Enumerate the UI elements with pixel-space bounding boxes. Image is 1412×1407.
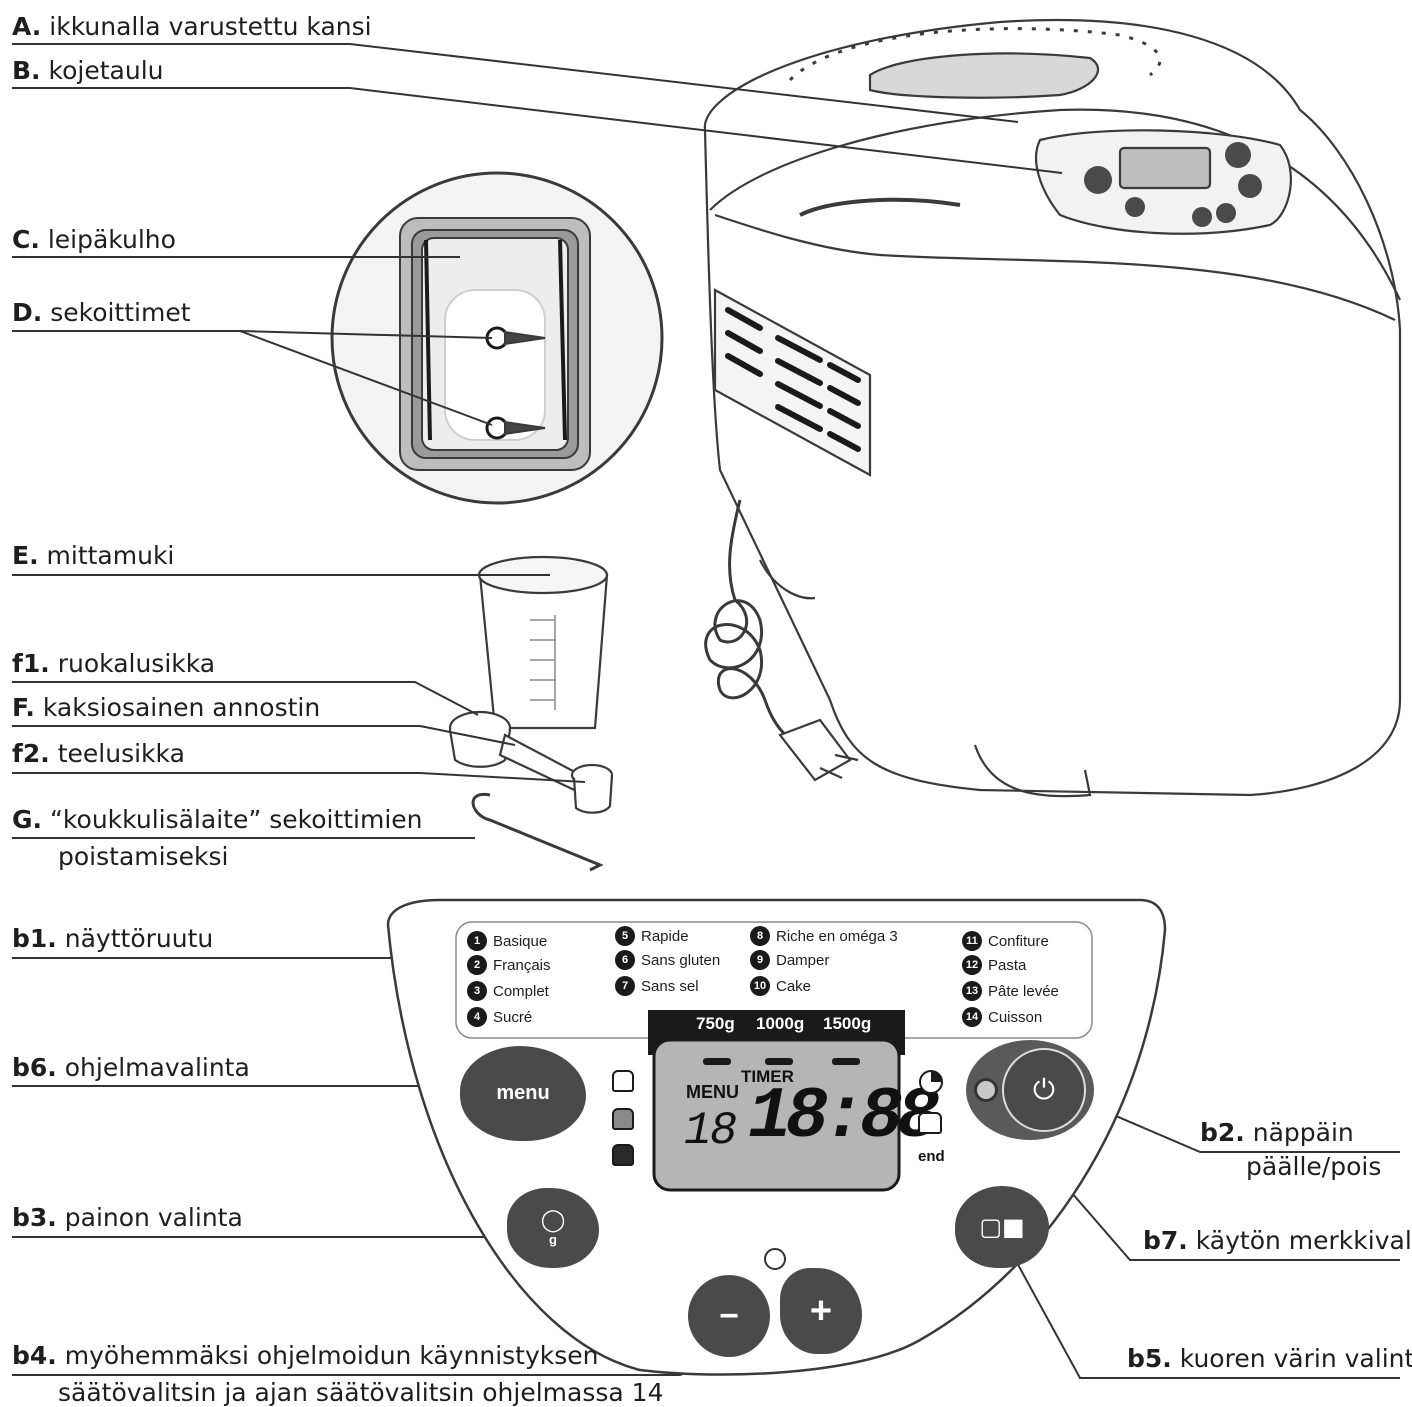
program-number-badge: 13	[962, 981, 982, 1001]
program-name: Sans gluten	[641, 951, 721, 969]
power-icon: ⏻	[1032, 1073, 1056, 1106]
program-name: Français	[493, 956, 551, 974]
program-number-badge: 7	[615, 976, 635, 996]
program-name: Riche en oméga 3	[776, 927, 898, 945]
timer-pie-icon	[919, 1070, 943, 1094]
program-name: Cuisson	[988, 1008, 1043, 1026]
program-number-badge: 3	[467, 981, 487, 1001]
program-number-badge: 9	[750, 950, 770, 970]
loaf-dark-icon	[612, 1144, 634, 1166]
program-number-badge: 6	[615, 950, 635, 970]
minus-button[interactable]: −	[688, 1275, 770, 1357]
weight-icon: ◯	[540, 1207, 566, 1233]
program-name: Sans sel	[641, 977, 699, 995]
label-d: D. sekoittimet	[12, 298, 191, 327]
program-name: Confiture	[988, 932, 1049, 950]
weight-1500: 1500g	[823, 1014, 872, 1033]
weight-750: 750g	[696, 1014, 735, 1033]
power-button[interactable]: ⏻	[1002, 1048, 1086, 1132]
label-b: B. kojetaulu	[12, 56, 164, 85]
program-number-badge: 12	[962, 955, 982, 975]
program-name: Cake	[776, 977, 812, 995]
bread-machine	[703, 19, 1402, 798]
program-name: Damper	[776, 951, 830, 969]
program-item: 14 Cuisson	[962, 1007, 1042, 1027]
program-item: 5 Rapide	[615, 926, 689, 946]
program-name: Complet	[493, 982, 549, 1000]
program-name: Sucré	[493, 1008, 533, 1026]
label-b5: b5. kuoren värin valinta	[1127, 1344, 1412, 1373]
program-number-badge: 5	[615, 926, 635, 946]
lcd-time-digits: 18:88	[748, 1076, 940, 1158]
label-f1: f1. ruokalusikka	[12, 649, 216, 678]
lcd-timer: TIMER	[741, 1067, 794, 1086]
program-item: 6 Sans gluten	[615, 950, 720, 970]
program-name: Pasta	[988, 956, 1027, 974]
label-b2: b2. näppäin	[1200, 1118, 1354, 1147]
bread-bowl-inset	[330, 171, 664, 505]
status-indicator-light	[974, 1078, 998, 1102]
crust-color-icon: ▢■	[979, 1213, 1025, 1241]
label-b7: b7. käytön merkkivalo	[1143, 1226, 1412, 1255]
program-number-badge: 14	[962, 1007, 982, 1027]
weight-unit: g	[549, 1231, 557, 1247]
program-number-badge: 1	[467, 931, 487, 951]
label-b4-line2: säätövalitsin ja ajan säätövalitsin ohje…	[58, 1378, 664, 1407]
loaf-medium-icon	[612, 1108, 634, 1130]
label-f: F. kaksiosainen annostin	[12, 693, 321, 722]
accessories	[448, 555, 614, 872]
program-item: 9 Damper	[750, 950, 829, 970]
label-b4: b4. myöhemmäksi ohjelmoidun käynnistykse…	[12, 1341, 599, 1370]
minus-button-label: −	[719, 1296, 739, 1335]
label-b2-line2: päälle/pois	[1246, 1152, 1382, 1181]
program-item: 8 Riche en oméga 3	[750, 926, 898, 946]
program-item: 2 Français	[467, 955, 551, 975]
clock-icon	[764, 1248, 786, 1270]
program-item: 3 Complet	[467, 981, 549, 1001]
label-c: C. leipäkulho	[12, 225, 176, 254]
weight-1000: 1000g	[756, 1014, 805, 1033]
weight-button[interactable]: ◯ g	[507, 1188, 599, 1268]
loaf-light-icon	[612, 1070, 634, 1092]
lcd-program-digits: 18	[684, 1105, 737, 1157]
label-g-line2: poistamiseksi	[58, 842, 229, 871]
program-item: 11 Confiture	[962, 931, 1049, 951]
lcd-end: end	[918, 1148, 945, 1165]
label-b3: b3. painon valinta	[12, 1203, 243, 1232]
program-item: 1 Basique	[467, 931, 547, 951]
label-b1: b1. näyttöruutu	[12, 924, 214, 953]
plus-button[interactable]: +	[780, 1268, 862, 1354]
program-item: 13 Pâte levée	[962, 981, 1059, 1001]
label-a: A. ikkunalla varustettu kansi	[12, 12, 372, 41]
program-number-badge: 4	[467, 1007, 487, 1027]
program-item: 4 Sucré	[467, 1007, 532, 1027]
lcd-menu: MENU	[686, 1082, 739, 1102]
program-item: 7 Sans sel	[615, 976, 699, 996]
label-e: E. mittamuki	[12, 541, 175, 570]
program-number-badge: 10	[750, 976, 770, 996]
program-number-badge: 8	[750, 926, 770, 946]
program-number-badge: 11	[962, 931, 982, 951]
program-number-badge: 2	[467, 955, 487, 975]
program-item: 12 Pasta	[962, 955, 1026, 975]
program-name: Pâte levée	[988, 982, 1059, 1000]
label-f2: f2. teelusikka	[12, 739, 185, 768]
program-name: Rapide	[641, 927, 689, 945]
menu-button-label: menu	[496, 1082, 550, 1104]
label-g: G. “koukkulisälaite” sekoittimien	[12, 805, 423, 834]
program-name: Basique	[493, 932, 548, 950]
label-b6: b6. ohjelmavalinta	[12, 1053, 250, 1082]
keep-warm-icon	[918, 1112, 942, 1134]
crust-color-button[interactable]: ▢■	[955, 1186, 1049, 1268]
program-item: 10 Cake	[750, 976, 811, 996]
menu-button[interactable]: menu	[460, 1046, 586, 1141]
plus-button-label: +	[809, 1289, 833, 1332]
